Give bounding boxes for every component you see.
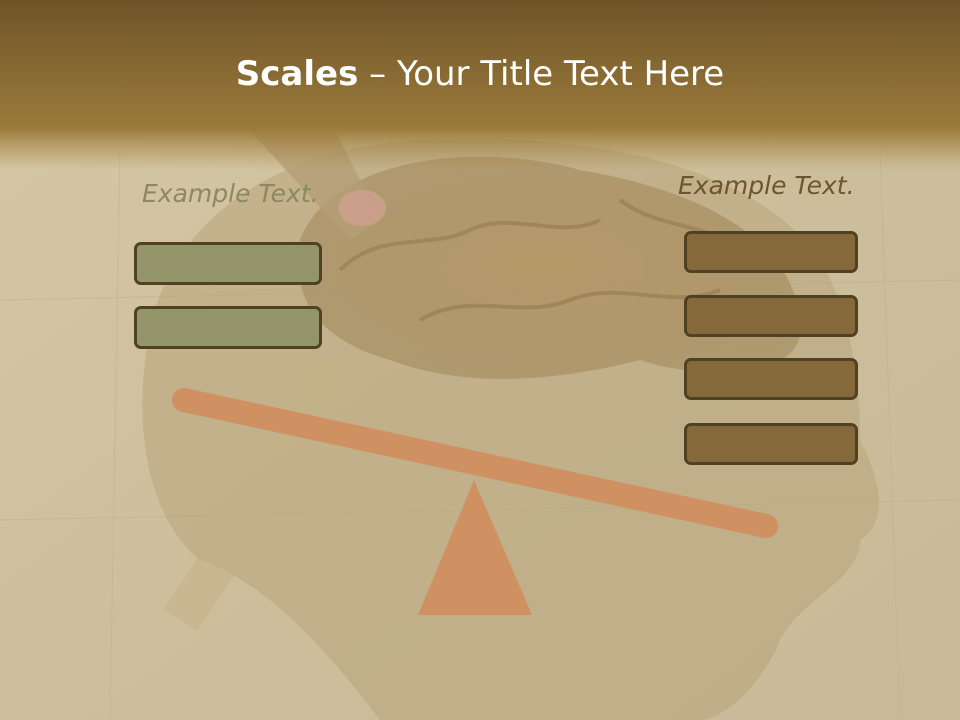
right-text-box-4[interactable] (684, 423, 858, 465)
right-text-box-3[interactable] (684, 358, 858, 400)
right-text-box-2[interactable] (684, 295, 858, 337)
left-text-box-2[interactable] (134, 306, 322, 349)
slide-title: Scales – Your Title Text Here (0, 50, 960, 98)
right-example-text: Example Text. (678, 171, 855, 200)
right-text-box-1[interactable] (684, 231, 858, 273)
scale-fulcrum (418, 480, 532, 615)
scale-beam (172, 388, 778, 538)
left-text-box-1[interactable] (134, 242, 322, 285)
slide-title-rest: – Your Title Text Here (358, 54, 725, 94)
left-example-text: Example Text. (142, 179, 319, 208)
slide-title-bold: Scales (235, 54, 359, 94)
